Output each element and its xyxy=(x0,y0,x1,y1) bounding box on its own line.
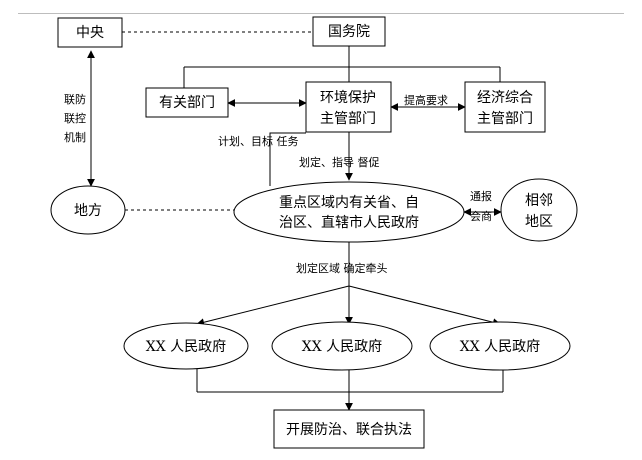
ellipse-neighbor-label-1: 相邻 xyxy=(525,193,553,209)
ellipse-gov-b-label: XX 人民政府 xyxy=(302,339,382,355)
box-env-label-2: 主管部门 xyxy=(320,111,376,127)
box-env-protection: 环境保护 主管部门 xyxy=(305,81,392,133)
ellipse-key-label-1: 重点区域内有关省、自 xyxy=(279,195,419,211)
connectors xyxy=(87,31,504,411)
box-result: 开展防治、联合执法 xyxy=(273,409,425,449)
edge-joint-label-2: 联控 xyxy=(64,111,86,125)
box-econ-label-2: 主管部门 xyxy=(477,111,533,127)
edge-plan-label: 计划、目标 任务 xyxy=(218,134,299,148)
box-state-council: 国务院 xyxy=(312,16,386,47)
box-result-label: 开展防治、联合执法 xyxy=(286,422,412,438)
ellipse-neighbor: 相邻 地区 xyxy=(500,178,578,242)
ellipse-gov-b: XX 人民政府 xyxy=(271,321,413,371)
ellipse-gov-a-label: XX 人民政府 xyxy=(146,339,226,355)
ellipse-neighbor-label-2: 地区 xyxy=(525,214,553,230)
edge-designate-label: 划定、指导 督促 xyxy=(299,155,380,169)
edge-consult-label-2: 会商 xyxy=(470,209,492,223)
box-related-depts: 有关部门 xyxy=(145,87,229,118)
ellipse-gov-c-label: XX 人民政府 xyxy=(460,339,540,355)
line-key-to-related xyxy=(269,132,306,186)
ellipse-gov-c: XX 人民政府 xyxy=(429,321,571,371)
ellipse-key-label-2: 治区、直辖市人民政府 xyxy=(279,214,419,231)
edge-joint-label-1: 联防 xyxy=(64,92,86,106)
ellipse-key-region: 重点区域内有关省、自 治区、直辖市人民政府 xyxy=(233,181,465,243)
box-state-council-label: 国务院 xyxy=(328,24,370,40)
box-central-label: 中央 xyxy=(76,25,104,41)
edge-region-label: 划定区域 确定牵头 xyxy=(296,261,388,275)
arrow-to-gov-c xyxy=(348,285,501,327)
box-econ-dept: 经济综合 主管部门 xyxy=(464,81,546,133)
arrow-to-gov-a xyxy=(196,285,350,327)
ellipse-gov-a: XX 人民政府 xyxy=(123,322,249,370)
edge-consult-label-1: 通报 xyxy=(470,189,492,203)
edge-propose-label: 提高要求 xyxy=(404,93,448,107)
box-related-depts-label: 有关部门 xyxy=(159,95,215,111)
ellipse-local-label: 地方 xyxy=(74,203,102,219)
edge-labels: 联防 联控 机制 计划、目标 任务 提高要求 划定、指导 督促 通报 会商 划定… xyxy=(64,92,492,275)
edge-joint-label-3: 机制 xyxy=(64,130,86,144)
header-rule xyxy=(18,13,624,14)
box-central: 中央 xyxy=(57,17,123,48)
box-econ-label-1: 经济综合 xyxy=(477,90,533,106)
ellipse-local: 地方 xyxy=(50,185,126,235)
box-env-label-1: 环境保护 xyxy=(320,90,376,106)
